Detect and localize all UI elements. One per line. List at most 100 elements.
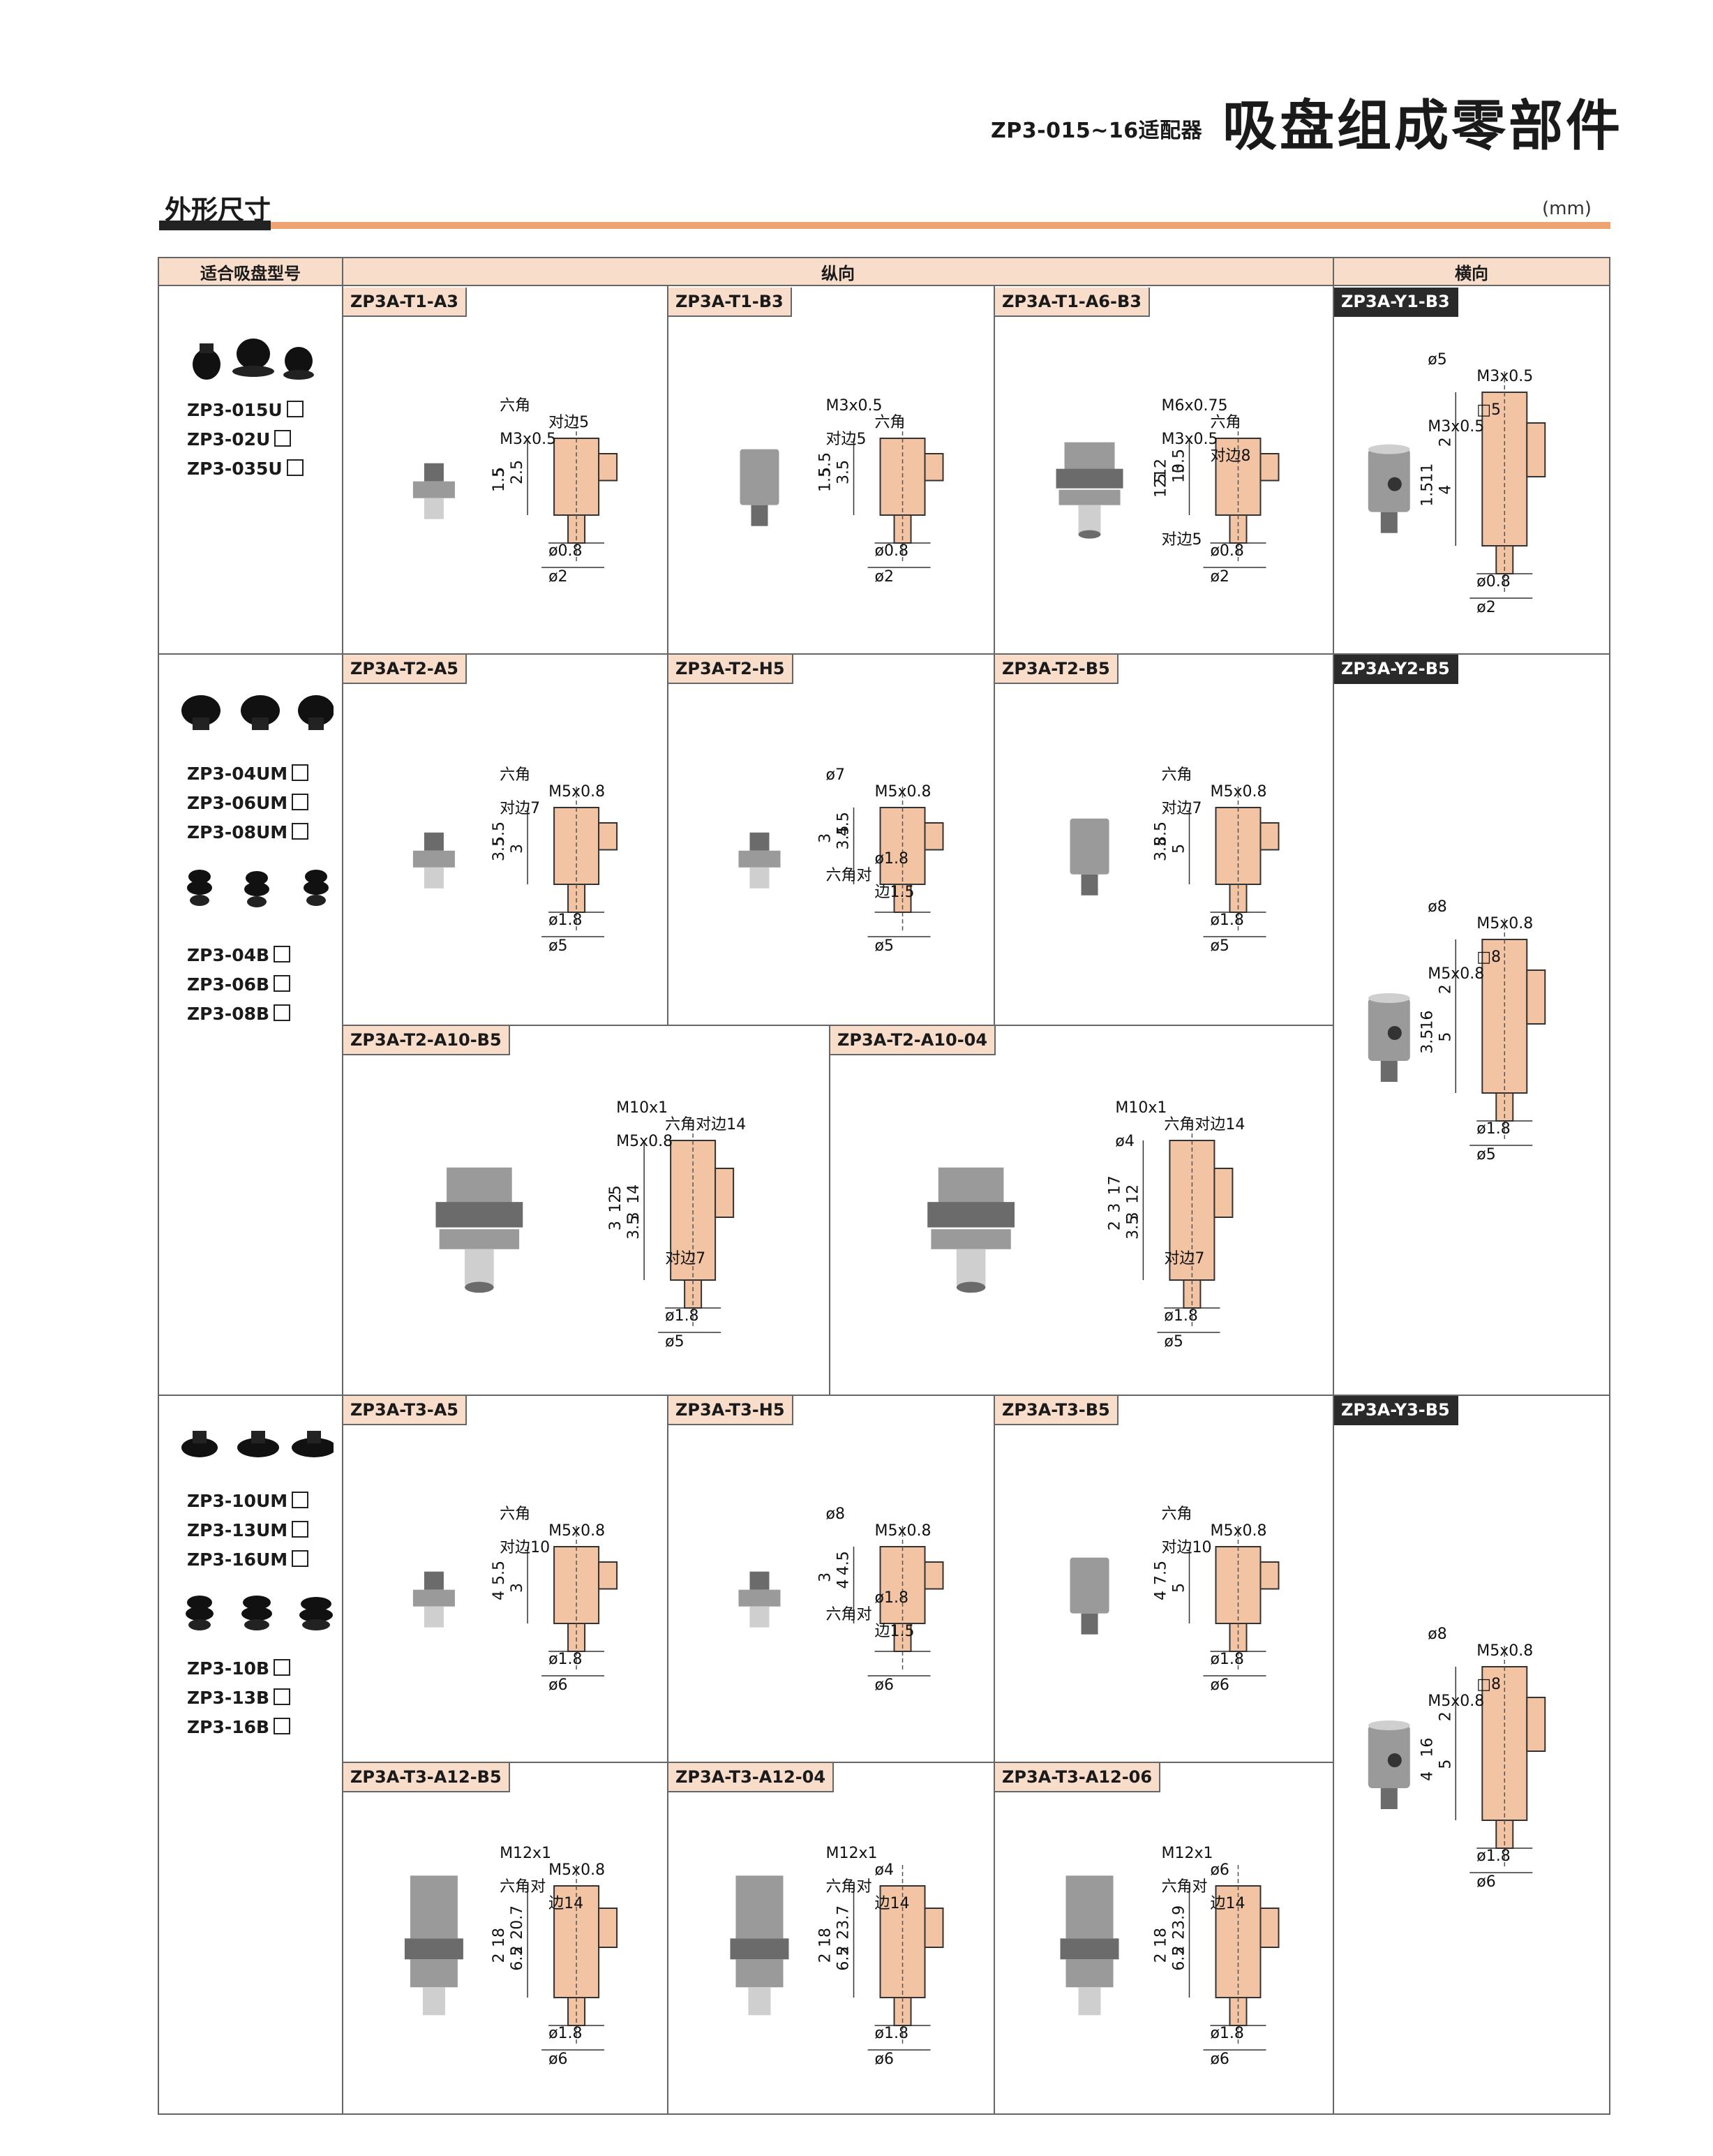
fitting-photo bbox=[1368, 1720, 1410, 1809]
dimension-label: ø2 bbox=[1476, 599, 1495, 616]
dimension-label: 3.5 bbox=[491, 837, 508, 861]
checkbox-icon[interactable] bbox=[292, 823, 309, 840]
checkbox-icon[interactable] bbox=[274, 1688, 291, 1705]
dimension-label: ø1.8 bbox=[548, 2025, 582, 2042]
dimension-label: ø2 bbox=[875, 568, 894, 586]
dimension-label: ø5 bbox=[548, 937, 567, 955]
model-item: ZP3-08B bbox=[187, 999, 291, 1029]
dimension-label: M6x0.75 bbox=[1161, 397, 1227, 415]
dimension-label: 18 bbox=[817, 1928, 835, 1947]
checkbox-icon[interactable] bbox=[292, 1492, 309, 1508]
dimension-label: 2 bbox=[835, 1945, 853, 1955]
dimension-label: 3 bbox=[817, 833, 835, 843]
dimension-label: 18 bbox=[491, 1928, 508, 1947]
dimension-label: 2.5 bbox=[509, 460, 526, 484]
dimension-label: 14 bbox=[625, 1184, 643, 1204]
dimension-label: ø4 bbox=[1115, 1133, 1134, 1150]
dimension-label: ø6 bbox=[1210, 1677, 1229, 1694]
dimension-label: □5 bbox=[1476, 401, 1501, 419]
dimension-label: 六角对边14 bbox=[1164, 1116, 1245, 1133]
dimension-label: 3 bbox=[509, 844, 526, 854]
dimension-label: 2 bbox=[509, 1945, 526, 1955]
dimension-label: M5x0.8 bbox=[548, 1522, 605, 1540]
model-list: ZP3-10B ZP3-13B ZP3-16B bbox=[187, 1654, 291, 1742]
checkbox-icon[interactable] bbox=[292, 1521, 309, 1538]
dimension-label: 5 bbox=[491, 467, 508, 477]
checkbox-icon[interactable] bbox=[274, 946, 291, 962]
dimension-label: ø6 bbox=[1210, 1861, 1229, 1879]
fitting-photo bbox=[738, 832, 781, 889]
fitting-photo bbox=[927, 1167, 1015, 1293]
dimension-label: 2 bbox=[491, 1953, 508, 1963]
header-vertical: 纵向 bbox=[343, 258, 1333, 286]
dimension-label: ø1.8 bbox=[548, 912, 582, 929]
dimension-label: ø4 bbox=[875, 1861, 894, 1879]
dimension-label: 2 bbox=[1106, 1221, 1123, 1231]
suction-cup-icon bbox=[181, 695, 334, 730]
model-item: ZP3-16UM bbox=[187, 1545, 309, 1575]
fitting-photo bbox=[730, 1875, 789, 2016]
dimension-label: 1.5 bbox=[1152, 473, 1169, 498]
dimension-label: ø1.8 bbox=[548, 1651, 582, 1668]
group-1-cups: ZP3-015U ZP3-02U ZP3-035U bbox=[159, 288, 342, 653]
checkbox-icon[interactable] bbox=[274, 1659, 291, 1676]
dimension-label: 16 bbox=[1419, 1011, 1436, 1030]
model-item: ZP3-04UM bbox=[187, 759, 309, 789]
checkbox-icon[interactable] bbox=[286, 401, 304, 417]
checkbox-icon[interactable] bbox=[274, 430, 292, 447]
dimension-label: 2 bbox=[1437, 1711, 1454, 1721]
group-3-cups: ZP3-10UM ZP3-13UM ZP3-16UM ZP3-10B ZP3-1… bbox=[159, 1396, 342, 2115]
dimension-label: 六角对 bbox=[1161, 1878, 1207, 1896]
dimension-label: 对边7 bbox=[1164, 1250, 1204, 1267]
checkbox-icon[interactable] bbox=[274, 975, 291, 992]
dimension-label: ø1.8 bbox=[875, 1589, 908, 1607]
dimension-label: ø1.8 bbox=[1476, 1848, 1510, 1865]
fitting-photo bbox=[435, 1167, 523, 1293]
checkbox-icon[interactable] bbox=[292, 794, 309, 810]
dimension-label: M5x0.8 bbox=[1210, 783, 1266, 801]
dimension-label: 4 bbox=[1152, 1591, 1169, 1600]
checkbox-icon[interactable] bbox=[292, 764, 309, 781]
divider bbox=[994, 286, 995, 1026]
dimension-label: 4 bbox=[1437, 485, 1454, 495]
divider bbox=[829, 1025, 830, 1396]
part-number: ZP3A-T1-A6-B3 bbox=[995, 288, 1150, 317]
checkbox-icon[interactable] bbox=[274, 1004, 291, 1021]
dimension-label: □8 bbox=[1476, 949, 1501, 966]
dimension-label: 6.5 bbox=[1170, 1947, 1188, 1971]
dimension-label: ø5 bbox=[1476, 1146, 1495, 1164]
dimension-label: 5 bbox=[1170, 1583, 1188, 1593]
header-horizontal: 横向 bbox=[1334, 258, 1609, 286]
checkbox-icon[interactable] bbox=[274, 1718, 291, 1734]
checkbox-icon[interactable] bbox=[286, 459, 304, 476]
dimension-label: M10x1 bbox=[1115, 1099, 1167, 1117]
divider bbox=[667, 286, 668, 1026]
dimension-label: ø0.8 bbox=[548, 542, 582, 560]
part-number: ZP3A-T3-H5 bbox=[668, 1396, 793, 1425]
part-number: ZP3A-T2-H5 bbox=[668, 655, 793, 684]
divider bbox=[159, 653, 1609, 655]
part-number: ZP3A-T1-A3 bbox=[343, 288, 467, 317]
fitting-photo bbox=[740, 449, 779, 526]
dimension-label: ø1.8 bbox=[1164, 1307, 1197, 1325]
dimension-label: 6.5 bbox=[509, 1947, 526, 1971]
part-number: ZP3A-T3-A12-04 bbox=[668, 1763, 835, 1792]
checkbox-icon[interactable] bbox=[292, 1550, 309, 1567]
